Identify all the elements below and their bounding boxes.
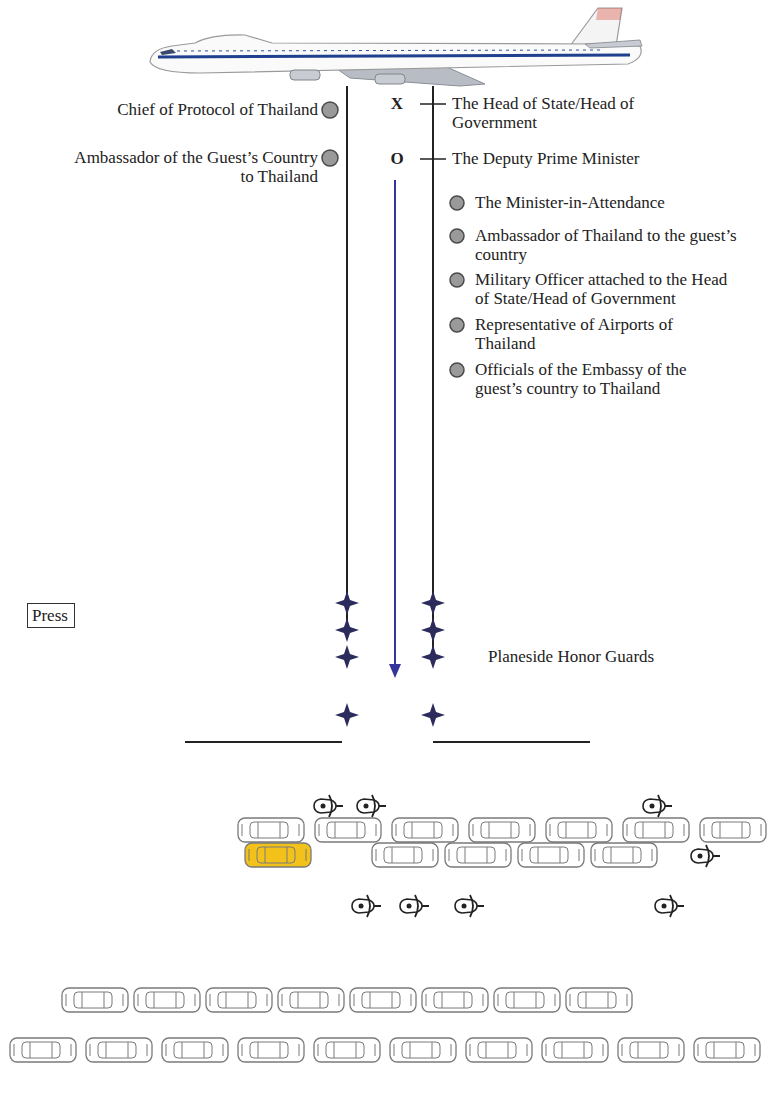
position-label: The Head of State/Head of Government — [452, 94, 672, 132]
car — [542, 1038, 608, 1062]
car — [372, 843, 438, 867]
guard-line — [185, 741, 342, 743]
motorcycles — [314, 795, 720, 917]
position-label: Officials of the Embassy of the guest’s … — [475, 360, 737, 398]
tick-line — [420, 103, 446, 105]
car — [518, 843, 584, 867]
car — [390, 1038, 456, 1062]
car — [245, 843, 311, 867]
row-line — [346, 86, 348, 632]
position-label: Ambassador of Thailand to the guest’s co… — [475, 226, 737, 264]
node-text: Press — [32, 606, 70, 625]
motorcade-cars — [10, 818, 766, 1062]
car — [694, 1038, 760, 1062]
car — [350, 988, 416, 1012]
airplane — [150, 8, 642, 86]
car — [315, 818, 381, 842]
press-box: Press — [27, 603, 75, 628]
car — [546, 818, 612, 842]
car — [494, 988, 560, 1012]
car — [238, 818, 304, 842]
walk-arrow — [389, 180, 401, 678]
car — [62, 988, 128, 1012]
position-label: The Minister-in-Attendance — [475, 193, 737, 212]
car — [86, 1038, 152, 1062]
car — [314, 1038, 380, 1062]
car — [10, 1038, 76, 1062]
tick-line — [420, 158, 446, 160]
car — [469, 818, 535, 842]
position-label: Representative of Airports of Thailand — [475, 315, 737, 353]
car — [422, 988, 488, 1012]
position-dots — [322, 102, 464, 377]
car — [162, 1038, 228, 1062]
guard-line — [433, 741, 590, 743]
car — [134, 988, 200, 1012]
car — [623, 818, 689, 842]
position-label: Planeside Honor Guards — [488, 647, 758, 666]
car — [278, 988, 344, 1012]
row-line — [432, 86, 434, 660]
position-label: Ambassador of the Guest’s Country to Tha… — [63, 148, 318, 186]
car — [392, 818, 458, 842]
position-mark: O — [385, 149, 409, 168]
position-label: Military Officer attached to the Head of… — [475, 270, 737, 308]
car — [700, 818, 766, 842]
car — [445, 843, 511, 867]
honor-guards — [335, 591, 445, 727]
car — [206, 988, 272, 1012]
car — [618, 1038, 684, 1062]
car — [591, 843, 657, 867]
car — [238, 1038, 304, 1062]
position-label: The Deputy Prime Minister — [452, 149, 752, 168]
position-label: Chief of Protocol of Thailand — [18, 100, 318, 119]
car — [566, 988, 632, 1012]
car — [466, 1038, 532, 1062]
position-mark: X — [385, 94, 409, 113]
